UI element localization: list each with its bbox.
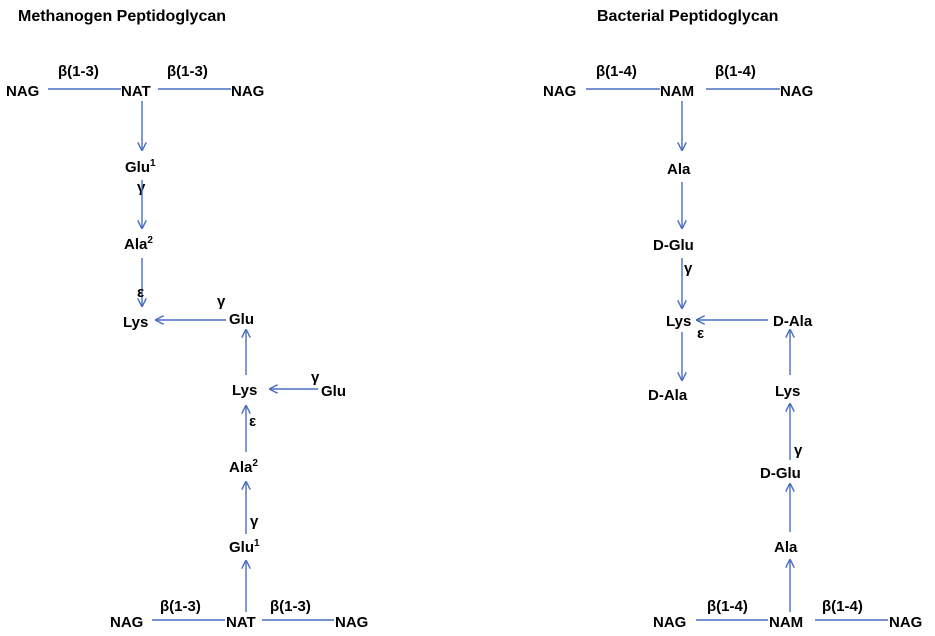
- methanogen-ala2-upper: Ala2: [124, 235, 153, 253]
- methanogen-lower-bond-gamma: γ: [250, 513, 259, 530]
- bacterial-bottom-link-left: β(1-4): [707, 598, 748, 615]
- methanogen-glu1-upper: Glu1: [125, 158, 156, 176]
- methanogen-cross-glu-bond: γ: [217, 293, 226, 310]
- bacterial-dala-upper: D-Ala: [648, 387, 688, 404]
- methanogen-glu1-lower: Glu1: [229, 538, 260, 556]
- methanogen-top-nag-right: NAG: [231, 83, 264, 100]
- methanogen-upper-bond-epsilon: ε: [137, 284, 144, 301]
- methanogen-cross-glu: Glu: [229, 311, 254, 328]
- bacterial-bottom-link-right: β(1-4): [822, 598, 863, 615]
- methanogen-bottom-link-right: β(1-3): [270, 598, 311, 615]
- bacterial-dglu-bond-gamma: γ: [794, 442, 803, 459]
- bacterial-cross-ala: Ala: [774, 539, 798, 556]
- methanogen-top-nat: NAT: [121, 83, 151, 100]
- bacterial-cross-dala: D-Ala: [773, 313, 813, 330]
- methanogen-side-glu: Glu: [321, 383, 346, 400]
- bacterial-lys-upper: Lys: [666, 313, 691, 330]
- methanogen-bottom-nag-right: NAG: [335, 614, 368, 631]
- bacterial-top-link-right: β(1-4): [715, 63, 756, 80]
- methanogen-side-glu-bond: γ: [311, 369, 320, 386]
- methanogen-lys-bond-epsilon: ε: [249, 413, 256, 430]
- methanogen-top-link-right: β(1-3): [167, 63, 208, 80]
- bacterial-title: Bacterial Peptidoglycan: [597, 8, 778, 25]
- methanogen-bottom-nat: NAT: [226, 614, 256, 631]
- methanogen-bottom-nag-left: NAG: [110, 614, 143, 631]
- methanogen-cross-lys: Lys: [232, 382, 257, 399]
- bacterial-dglu-upper: D-Glu: [653, 237, 694, 254]
- methanogen-title: Methanogen Peptidoglycan: [18, 8, 226, 25]
- bacterial-bottom-nag-right: NAG: [889, 614, 922, 631]
- bacterial-cross-lys: Lys: [775, 383, 800, 400]
- bacterial-upper-bond-gamma: γ: [684, 260, 693, 277]
- methanogen-bottom-link-left: β(1-3): [160, 598, 201, 615]
- methanogen-top-link-left: β(1-3): [58, 63, 99, 80]
- bacterial-top-nag-right: NAG: [780, 83, 813, 100]
- bacterial-bottom-nam: NAM: [769, 614, 803, 631]
- bacterial-top-link-left: β(1-4): [596, 63, 637, 80]
- bacterial-bottom-nag-left: NAG: [653, 614, 686, 631]
- bacterial-top-nam: NAM: [660, 83, 694, 100]
- methanogen-top-nag-left: NAG: [6, 83, 39, 100]
- methanogen-ala2-lower: Ala2: [229, 458, 258, 476]
- bacterial-top-nag-left: NAG: [543, 83, 576, 100]
- bacterial-ala-upper: Ala: [667, 161, 691, 178]
- bacterial-lys-bond-epsilon: ε: [697, 325, 704, 342]
- methanogen-lys-upper: Lys: [123, 314, 148, 331]
- bacterial-cross-dglu: D-Glu: [760, 465, 801, 482]
